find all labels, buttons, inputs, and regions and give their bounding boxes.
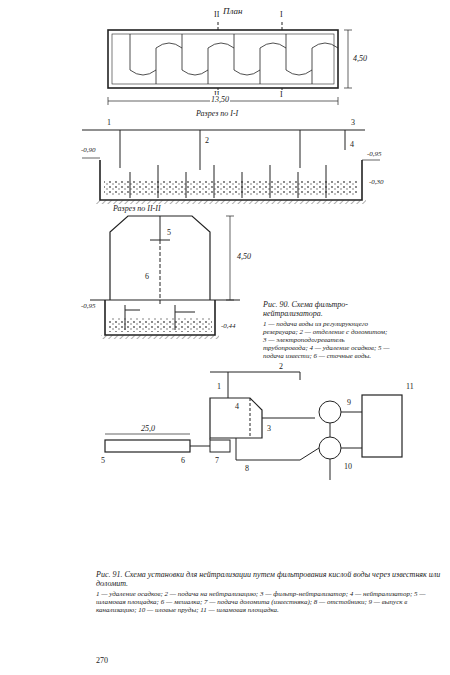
section-one — [82, 130, 380, 204]
view-title: Разрез по I-I — [195, 109, 239, 118]
callout-number: 4 — [349, 140, 355, 149]
view-title: Разрез по II-II — [112, 204, 162, 213]
view-title: План — [222, 6, 244, 16]
baffle — [312, 43, 338, 84]
elevation: -0,95 — [80, 302, 97, 310]
baffle — [260, 43, 286, 84]
callout-number: 4 — [234, 402, 240, 411]
partition — [298, 172, 299, 198]
callout-number: 8 — [244, 464, 250, 473]
callout-number: 11 — [405, 382, 415, 391]
dimension: 4,50 — [352, 54, 368, 63]
plan-view — [108, 22, 352, 105]
partition — [158, 165, 159, 198]
dimension: 25,0 — [140, 424, 156, 433]
baffle — [130, 34, 156, 75]
legend-text: 1 — подача воды из регулирующего резерву… — [262, 320, 392, 360]
dimension: 4,50 — [236, 252, 252, 261]
figure-caption: Рис. 90. Схема фильтро-нейтрализатора. — [262, 300, 392, 318]
baffle — [234, 34, 260, 75]
section-two — [90, 216, 240, 339]
callout-number: 3 — [350, 118, 356, 127]
section-mark: I — [279, 90, 284, 99]
baffle — [286, 34, 312, 75]
callout-number: 7 — [214, 456, 220, 465]
callout-number: 5 — [166, 228, 172, 237]
section-mark: II — [213, 10, 220, 19]
elevation: -0,95 — [366, 150, 383, 158]
elevation: -0,44 — [220, 322, 237, 330]
callout-number: 1 — [106, 118, 112, 127]
scheme-plant — [105, 372, 402, 480]
dimension: 13,50 — [210, 95, 230, 104]
callout-number: 10 — [343, 462, 353, 471]
callout-number: 6 — [180, 456, 186, 465]
partition — [214, 165, 215, 198]
callout-number: 2 — [204, 136, 210, 145]
callout-number: 9 — [346, 398, 352, 407]
baffle — [182, 34, 208, 75]
partition — [326, 165, 327, 198]
callout-number: 5 — [100, 456, 106, 465]
elevation: -0,30 — [368, 178, 385, 186]
callout-number: 2 — [278, 362, 284, 371]
page-number: 270 — [95, 656, 109, 665]
elevation: -0,90 — [80, 146, 97, 154]
partition — [270, 165, 271, 198]
section-mark: I — [279, 10, 284, 19]
figure-caption: Рис. 91. Схема установки для нейтрализац… — [95, 570, 442, 588]
partition — [130, 172, 131, 198]
callout-number: 6 — [144, 272, 150, 281]
partition — [242, 172, 243, 198]
partition — [186, 172, 187, 198]
baffle — [156, 43, 182, 84]
callout-number: 1 — [216, 382, 222, 391]
legend-text: 1 — удаление осадков; 2 — подача на нейт… — [95, 590, 442, 614]
callout-number: 3 — [266, 424, 272, 433]
baffle — [208, 43, 234, 84]
